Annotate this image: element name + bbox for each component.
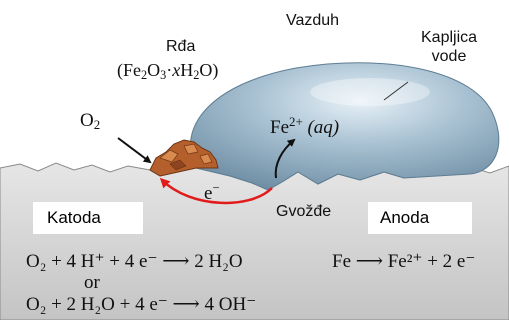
anode-label: Anoda [368, 202, 472, 234]
air-label: Vazduh [286, 12, 340, 29]
rust-formula: (Fe2O3·xH2O) [117, 60, 218, 83]
cathode-neutral-equation: O₂ + 2 H₂O + 4 e⁻ ⟶ 4 OH⁻ [26, 294, 257, 315]
droplet-label: Kapljica vode [421, 28, 477, 66]
rust-formula-o: O [147, 60, 161, 80]
rust-deposit [149, 139, 219, 177]
rust-formula-close: O) [199, 60, 219, 80]
rust-formula-x: x [172, 60, 181, 80]
electron-arrow [159, 177, 273, 205]
rust-formula-h: H [180, 60, 194, 80]
rust-formula-open: (Fe [117, 60, 141, 80]
rust-label: Rđa [166, 38, 196, 55]
droplet-highlight [310, 78, 430, 106]
droplet-leader-line [383, 81, 409, 101]
rust-formula-dot: · [166, 60, 173, 80]
cathode-label: Katoda [33, 202, 143, 234]
iron-ion-symbol: Fe [270, 117, 289, 139]
electron-charge: − [212, 180, 220, 195]
droplet-label-line2: vode [431, 48, 467, 65]
water-droplet [190, 62, 500, 191]
cathode-acid-equation: O₂ + 4 H⁺ + 4 e⁻ ⟶ 2 H₂O [26, 251, 243, 272]
oxygen-arrow [117, 137, 152, 164]
rust-formula-sub1: 2 [141, 68, 148, 83]
droplet-label-line1: Kapljica [421, 29, 478, 46]
iron-ion-label: Fe2+ (aq) [270, 114, 339, 139]
oxygen-symbol: O [80, 110, 94, 131]
iron-ion-charge: 2+ [289, 114, 303, 129]
oxygen-label: O2 [80, 110, 100, 133]
iron-metal-label: Gvožđe [276, 203, 332, 220]
anode-equation: Fe ⟶ Fe²⁺ + 2 e⁻ [332, 251, 476, 272]
or-text: or [84, 272, 100, 293]
iron-ion-arrow [274, 138, 296, 179]
electron-symbol: e [204, 183, 213, 205]
electron-label: e− [204, 180, 220, 205]
rust-formula-sub3: 2 [193, 68, 200, 83]
iron-ion-state: (aq) [307, 117, 340, 139]
oxygen-subscript: 2 [93, 117, 101, 133]
rust-formula-sub2: 3 [160, 68, 167, 83]
